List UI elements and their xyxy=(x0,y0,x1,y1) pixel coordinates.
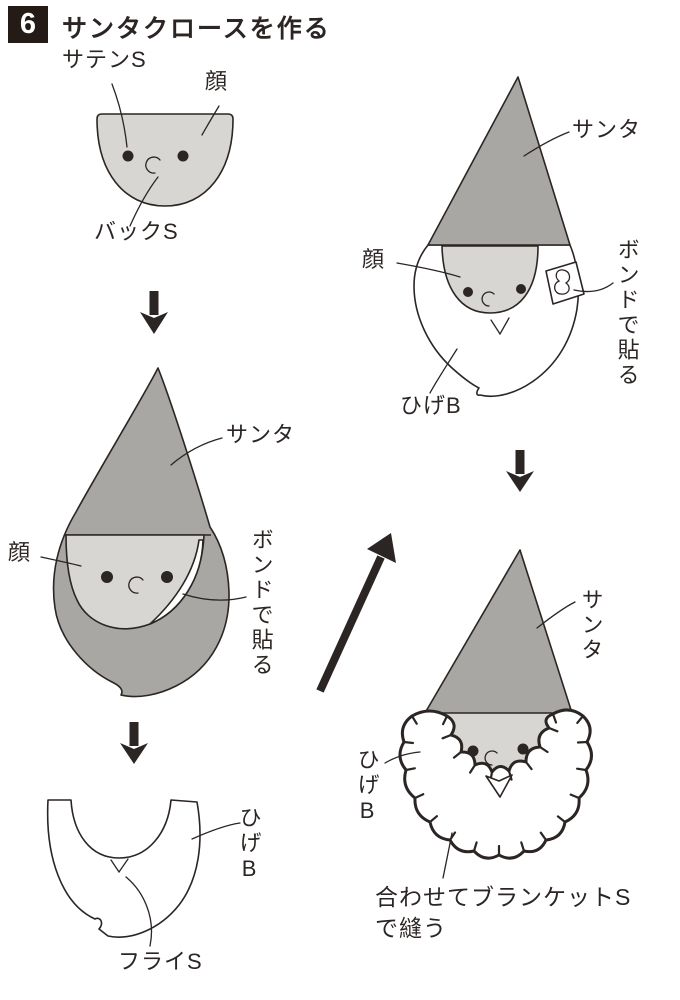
leader-santa xyxy=(523,131,570,157)
label-santa: サンタ xyxy=(578,588,604,663)
step3-beard-piece xyxy=(46,799,241,947)
beard-shape xyxy=(46,799,201,938)
label-face: 顔 xyxy=(362,247,386,272)
leader-face xyxy=(396,262,461,278)
chin-diamond xyxy=(485,774,513,798)
eye-left xyxy=(122,150,134,162)
leader-santa xyxy=(536,601,576,629)
fly-stitch-mark xyxy=(110,858,129,874)
eye-right xyxy=(161,571,173,583)
glue-fold-curl xyxy=(149,539,204,625)
label-glue-bond: ボンドで貼る xyxy=(614,238,640,388)
step1-face-piece xyxy=(96,83,234,227)
leader-fly xyxy=(125,876,152,947)
label-santa: サンタ xyxy=(572,117,642,142)
step4-santa-beard-glue xyxy=(396,76,614,398)
leader-santa xyxy=(170,437,223,466)
page-title: サンタクロースを作る xyxy=(62,15,331,43)
eye-right xyxy=(516,284,526,294)
label-beard-b: ひげB xyxy=(236,806,262,884)
label-beard-b: ひげB xyxy=(354,748,380,826)
glue-blob xyxy=(554,269,571,295)
arrow-up-right-icon xyxy=(316,533,396,693)
sew-note-line2: で縫う xyxy=(375,915,447,942)
santa-hat xyxy=(424,549,573,714)
nose-stitch xyxy=(128,576,144,594)
step5-finished-santa xyxy=(384,549,593,879)
eye-right xyxy=(177,150,189,162)
leader-face xyxy=(201,105,220,136)
label-sew-note: 合わせてブランケットS で縫う xyxy=(375,882,631,944)
chin-v-mark xyxy=(490,317,510,336)
step2-santa-glue xyxy=(40,367,247,698)
eye-right xyxy=(517,743,529,755)
leader-satin xyxy=(111,83,128,148)
leader-note xyxy=(442,832,453,879)
label-beard-b: ひげB xyxy=(400,393,462,418)
sew-note-line1: 合わせてブランケットS xyxy=(375,884,632,910)
nose-stitch xyxy=(481,291,495,307)
nose-stitch xyxy=(145,156,161,174)
leader-beard xyxy=(384,751,421,764)
label-back-stitch: バックS xyxy=(94,219,179,244)
label-face: 顔 xyxy=(8,540,32,565)
arrow-down-icon xyxy=(140,291,168,334)
leader-back xyxy=(129,176,159,227)
label-face: 顔 xyxy=(205,69,229,94)
leader-beard xyxy=(191,822,241,840)
label-fly-stitch: フライS xyxy=(118,949,203,974)
label-glue-bond: ボンドで貼る xyxy=(248,528,274,678)
leader-glue xyxy=(573,282,614,293)
arrow-down-icon xyxy=(120,722,148,764)
eye-left xyxy=(101,571,113,583)
arrow-down-icon xyxy=(506,450,534,492)
label-satin-stitch: サテンS xyxy=(62,47,147,72)
nose-stitch xyxy=(484,750,498,766)
santa-body-shape xyxy=(52,367,230,698)
leader-face xyxy=(40,556,82,567)
santa-hat xyxy=(427,76,571,246)
label-santa: サンタ xyxy=(226,422,296,447)
leader-glue xyxy=(182,593,247,601)
step-number-badge: 6 xyxy=(8,6,48,43)
leader-beard xyxy=(429,348,458,394)
face-shape xyxy=(96,113,234,207)
eye-left xyxy=(463,287,473,297)
